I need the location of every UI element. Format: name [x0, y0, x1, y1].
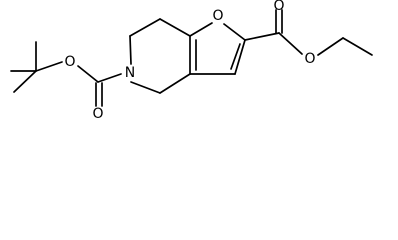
- bond-tbu-to-oxygen: [35, 61, 63, 72]
- carbamate-ester-oxygen-label: O: [64, 54, 75, 70]
- bond-nitrogen-to-c6: [129, 35, 132, 65]
- bond-nitrogen-to-c4: [130, 81, 161, 94]
- bond-c2-c3-double: [230, 43, 241, 70]
- tert-butyl-group: [10, 41, 63, 93]
- bond-oxygen-to-ethyl-ch2: [317, 37, 344, 56]
- atom-label-group: O O N O O O: [64, 0, 315, 122]
- bond-c4-to-c3a: [159, 73, 191, 94]
- bond-c6-to-c7: [129, 18, 161, 37]
- bond-oxygen-to-carbonyl-carbon: [77, 65, 99, 83]
- ethyl-ester-group: [244, 9, 373, 56]
- ring-oxygen-label: O: [212, 8, 223, 24]
- carbamate-carbonyl-oxygen-label: O: [92, 106, 103, 122]
- bond-ethyl-ch2-to-ch3: [342, 37, 373, 56]
- bond-ring-oxygen-to-c2: [223, 23, 246, 41]
- furan-ring: [189, 22, 246, 75]
- bond-c2-to-ester-carbon: [244, 32, 280, 41]
- bond-ester-carbon-to-oxygen: [278, 32, 303, 55]
- boc-carbamate-group: [77, 65, 122, 107]
- ester-carbonyl-oxygen-label: O: [273, 0, 284, 14]
- bond-c7a-to-ring-oxygen: [189, 22, 213, 37]
- bond-c2-to-c3: [234, 39, 246, 75]
- ester-alkoxy-oxygen-label: O: [304, 51, 315, 67]
- molecule-canvas: O O N O O O: [10, 0, 373, 122]
- tetrahydropyridine-ring: [129, 18, 191, 94]
- bond-tbu-methyl-bottom: [13, 70, 37, 93]
- bond-carbonyl-carbon-to-nitrogen: [97, 73, 122, 83]
- bond-c7-to-c7a: [159, 18, 191, 37]
- chemical-structure-diagram: O O N O O O: [10, 0, 373, 122]
- nitrogen-atom-label: N: [125, 65, 135, 81]
